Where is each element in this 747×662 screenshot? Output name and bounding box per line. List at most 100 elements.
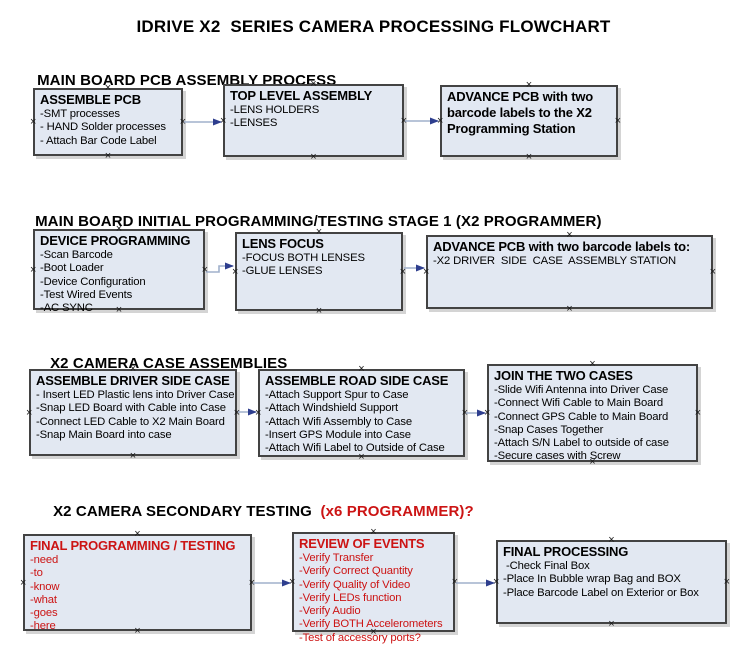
box-advance-pcb-driver-side-station[interactable]: ADVANCE PCB with two barcode labels to: …: [423, 230, 716, 315]
box-item: -what: [30, 593, 57, 606]
box-review-of-events[interactable]: REVIEW OF EVENTS -Verify Transfer-Verify…: [289, 527, 458, 644]
connection-point-icon: ×: [289, 576, 296, 588]
box-item: -Snap LED Board with Cable into Case: [36, 402, 226, 415]
connection-point-icon: ×: [315, 305, 323, 317]
box-advance-pcb-programming-station[interactable]: ADVANCE PCB with two barcode labels to t…: [437, 80, 621, 163]
box-device-programming[interactable]: DEVICE PROGRAMMING -Scan Barcode-Boot Lo…: [30, 224, 208, 316]
box-item: -SMT processes: [40, 108, 120, 120]
connection-point-icon: ×: [201, 263, 208, 276]
box-item: -Test of accessory ports?: [299, 631, 421, 644]
connection-point-icon: ×: [30, 263, 37, 276]
box-items: -need-to-know-what-goes-here: [30, 554, 245, 634]
box-item: -goes: [30, 607, 58, 620]
connection-point-icon: ×: [525, 151, 533, 163]
box-item: -LENSES: [230, 117, 278, 130]
box-title: ASSEMBLE PCB: [40, 92, 141, 107]
box-items: -LENS HOLDERS-LENSES: [230, 104, 397, 131]
box-items: -Check Final Box-Place In Bubble wrap Ba…: [503, 560, 720, 600]
box-title: TOP LEVEL ASSEMBLY: [230, 88, 373, 103]
connection-point-icon: ×: [461, 407, 468, 419]
box-item: - Attach Bar Code Label: [40, 134, 157, 147]
box-item: -here: [30, 620, 56, 633]
box-item: -Insert GPS Module into Case: [265, 428, 411, 441]
connection-point-icon: ×: [30, 116, 37, 128]
connection-point-icon: ×: [709, 266, 716, 278]
connection-point-icon: ×: [608, 618, 615, 630]
box-item: -Scan Barcode: [40, 249, 113, 261]
box-assemble-driver-side-case[interactable]: ASSEMBLE DRIVER SIDE CASE - Insert LED P…: [26, 364, 240, 462]
box-title: FINAL PROCESSING: [503, 544, 629, 559]
box-item: -Slide Wifi Antenna into Driver Case: [494, 384, 669, 396]
box-title: ASSEMBLE ROAD SIDE CASE: [265, 373, 449, 388]
box-lens-focus[interactable]: LENS FOCUS -FOCUS BOTH LENSES-GLUE LENSE…: [232, 227, 406, 317]
box-item: -Device Configuration: [40, 275, 146, 288]
box-title: ADVANCE PCB with two barcode labels to:: [433, 239, 691, 254]
box-title: DEVICE PROGRAMMING: [40, 233, 191, 248]
box-top-level-assembly[interactable]: TOP LEVEL ASSEMBLY -LENS HOLDERS-LENSES …: [220, 79, 407, 163]
section-heading-text: MAIN BOARD INITIAL PROGRAMMING/TESTING S…: [35, 213, 602, 230]
connection-point-icon: ×: [310, 151, 317, 163]
box-items: -Verify Transfer-Verify Correct Quantity…: [299, 552, 448, 645]
connection-point-icon: ×: [20, 576, 27, 589]
box-item: -FOCUS BOTH LENSES: [242, 252, 365, 264]
box-item: -Place Barcode Label on Exterior or Box: [503, 586, 699, 599]
connection-point-icon: ×: [129, 450, 137, 462]
box-item: -Secure cases with Screw: [494, 450, 621, 463]
box-item: -LENS HOLDERS: [230, 104, 320, 116]
box-item: -Verify Correct Quantity: [299, 565, 413, 578]
box-item: -X2 DRIVER SIDE CASE ASSEMBLY STATION: [433, 255, 677, 267]
connection-point-icon: ×: [423, 266, 430, 278]
box-items: -FOCUS BOTH LENSES-GLUE LENSES: [242, 252, 396, 279]
box-item: -Attach Wifi Label to Outside of Case: [265, 442, 445, 455]
connection-point-icon: ×: [694, 407, 701, 419]
box-item: -Verify Audio: [299, 605, 361, 618]
box-item: -Test Wired Events: [40, 288, 133, 301]
connection-point-icon: ×: [232, 265, 239, 278]
box-item: -Boot Loader: [40, 262, 104, 275]
section-heading-red-text: (x6 PROGRAMMER)?: [320, 503, 474, 520]
box-assemble-road-side-case[interactable]: ASSEMBLE ROAD SIDE CASE -Attach Support …: [255, 364, 468, 463]
box-item: -Attach S/N Label to outside of case: [494, 437, 669, 450]
connection-point-icon: ×: [233, 406, 240, 419]
section-heading-text: X2 CAMERA SECONDARY TESTING: [53, 503, 321, 520]
connector-arrow[interactable]: [206, 262, 234, 273]
connection-point-icon: ×: [451, 576, 458, 588]
box-item: -AC SYNC: [40, 302, 93, 315]
box-item: -know: [30, 580, 60, 593]
section-heading-initial-programming: MAIN BOARD INITIAL PROGRAMMING/TESTING S…: [18, 196, 602, 247]
connection-point-icon: ×: [179, 116, 186, 128]
box-title: LENS FOCUS: [242, 236, 324, 251]
connection-point-icon: ×: [399, 265, 406, 278]
box-items: -Scan Barcode-Boot Loader-Device Configu…: [40, 249, 198, 315]
section-heading-case-assemblies: X2 CAMERA CASE ASSEMBLIES: [33, 338, 287, 389]
box-item: -Attach Wifi Assembly to Case: [265, 415, 412, 428]
box-final-programming-testing[interactable]: FINAL PROGRAMMING / TESTING -need-to-kno…: [20, 529, 255, 637]
box-item: -Snap Cases Together: [494, 423, 604, 436]
box-item: - Insert LED Plastic lens into Driver Ca…: [36, 389, 235, 401]
box-item: -Verify LEDs function: [299, 591, 402, 604]
flowchart-title: IDRIVE X2 SERIES CAMERA PROCESSING FLOWC…: [136, 17, 611, 36]
box-item: -Verify Transfer: [299, 552, 374, 564]
box-final-processing[interactable]: FINAL PROCESSING -Check Final Box-Place …: [493, 535, 730, 630]
box-item: -Attach Windshield Support: [265, 402, 398, 415]
section-heading-secondary-testing: X2 CAMERA SECONDARY TESTING (x6 PROGRAMM…: [36, 486, 474, 537]
box-items: - Insert LED Plastic lens into Driver Ca…: [36, 389, 235, 442]
connection-point-icon: ×: [723, 576, 730, 588]
box-item: -need: [30, 554, 59, 566]
connection-point-icon: ×: [484, 407, 491, 419]
box-item: -Verify Quality of Video: [299, 578, 411, 591]
box-items: -Slide Wifi Antenna into Driver Case-Con…: [494, 384, 691, 464]
connection-point-icon: ×: [614, 115, 621, 127]
connection-point-icon: ×: [493, 576, 500, 588]
connection-point-icon: ×: [566, 303, 573, 315]
box-item: -Check Final Box: [503, 560, 590, 572]
box-items: -X2 DRIVER SIDE CASE ASSEMBLY STATION: [433, 255, 706, 268]
box-join-the-two-cases[interactable]: JOIN THE TWO CASES -Slide Wifi Antenna i…: [484, 359, 701, 468]
box-item: -GLUE LENSES: [242, 265, 323, 278]
box-title: FINAL PROGRAMMING / TESTING: [30, 538, 236, 553]
connection-point-icon: ×: [248, 576, 255, 589]
box-assemble-pcb[interactable]: ASSEMBLE PCB -SMT processes- HAND Solder…: [30, 83, 186, 162]
connection-point-icon: ×: [104, 150, 112, 162]
box-item: -Connect LED Cable to X2 Main Board: [36, 415, 225, 428]
